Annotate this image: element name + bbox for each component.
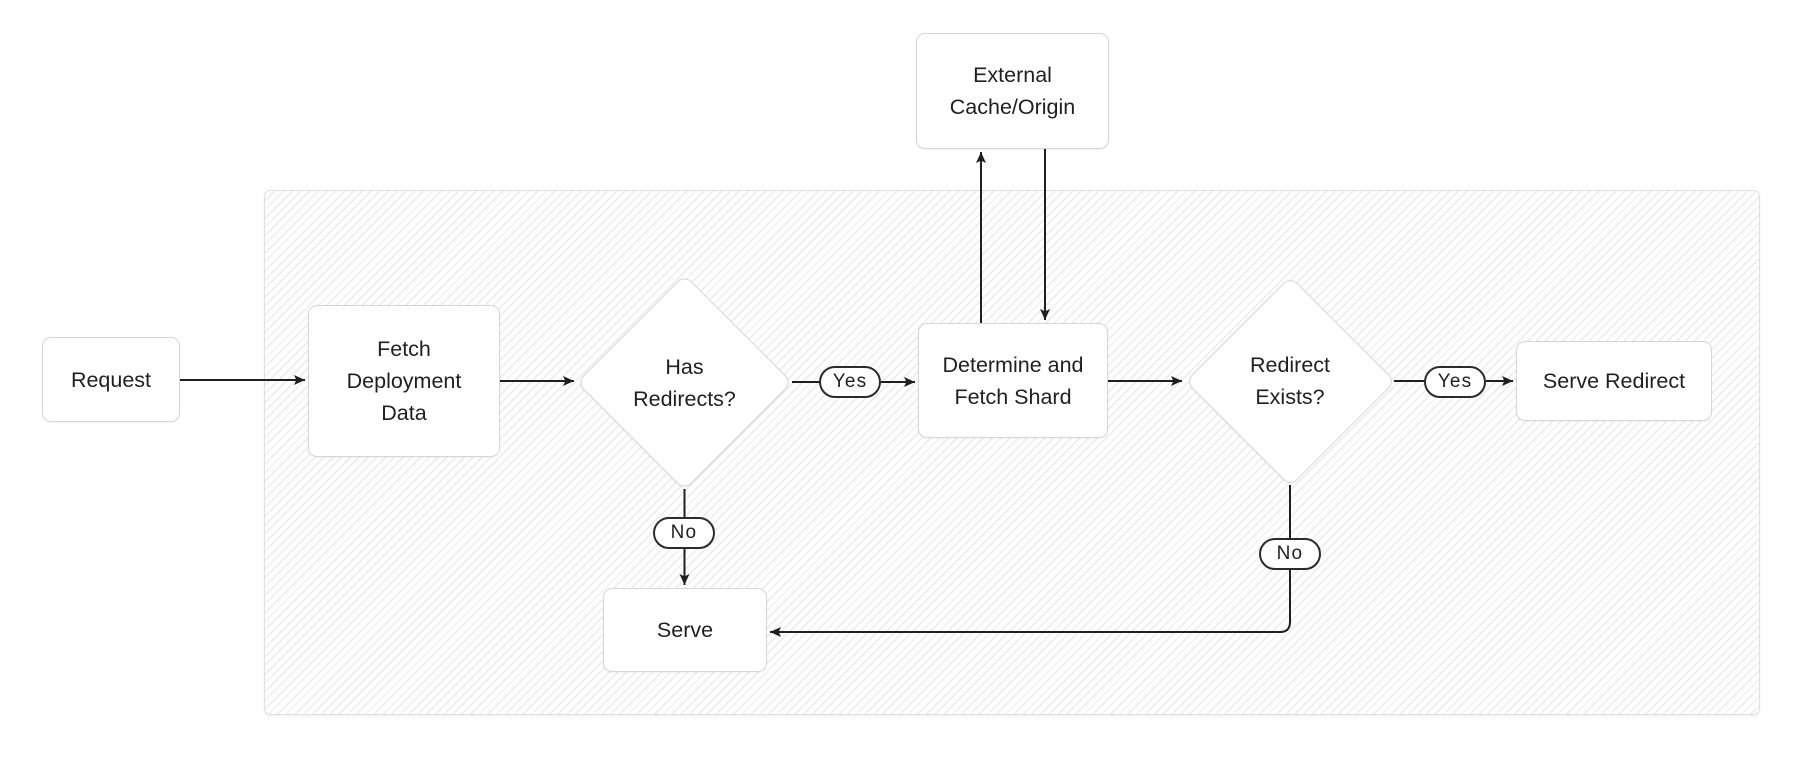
node-determine-and-fetch-shard: Determine and Fetch Shard <box>918 323 1108 438</box>
redirect-exists-line-2: Exists? <box>1255 385 1325 409</box>
hatched-region-container <box>264 190 1760 715</box>
node-external-line-2: Cache/Origin <box>949 95 1076 119</box>
decision-redirect-exists-label: Redirect Exists? <box>1190 349 1390 413</box>
node-request: Request <box>42 337 180 422</box>
node-fetch-deployment-data: Fetch Deployment Data <box>308 305 500 457</box>
has-redirects-line-2: Redirects? <box>633 387 736 411</box>
redirect-exists-line-1: Redirect <box>1249 353 1331 377</box>
node-serve-label: Serve <box>656 618 714 642</box>
node-fetch-line-1: Fetch <box>377 337 431 361</box>
node-external-cache-origin: External Cache/Origin <box>916 33 1109 149</box>
node-fetch-line-3: Data <box>381 401 427 425</box>
node-determine-line-1: Determine and <box>942 352 1084 377</box>
edge-label-no-has-redirects: No <box>653 517 715 549</box>
node-determine-line-2: Fetch Shard <box>954 384 1072 409</box>
decision-has-redirects-label: Has Redirects? <box>584 351 785 415</box>
edge-label-no-redirect-exists: No <box>1259 538 1321 570</box>
node-request-label: Request <box>70 367 152 392</box>
node-external-line-1: External <box>973 63 1052 87</box>
edge-no-label-to-serve-elbow <box>770 568 1291 637</box>
edge-label-yes-redirect-exists: Yes <box>1424 366 1486 398</box>
node-serve-redirect-label: Serve Redirect <box>1542 369 1686 393</box>
node-fetch-line-2: Deployment <box>346 369 462 393</box>
edge-label-yes-has-redirects: Yes <box>819 366 881 398</box>
node-serve-redirect: Serve Redirect <box>1516 341 1712 421</box>
node-serve: Serve <box>603 588 767 672</box>
has-redirects-line-1: Has <box>665 355 704 379</box>
